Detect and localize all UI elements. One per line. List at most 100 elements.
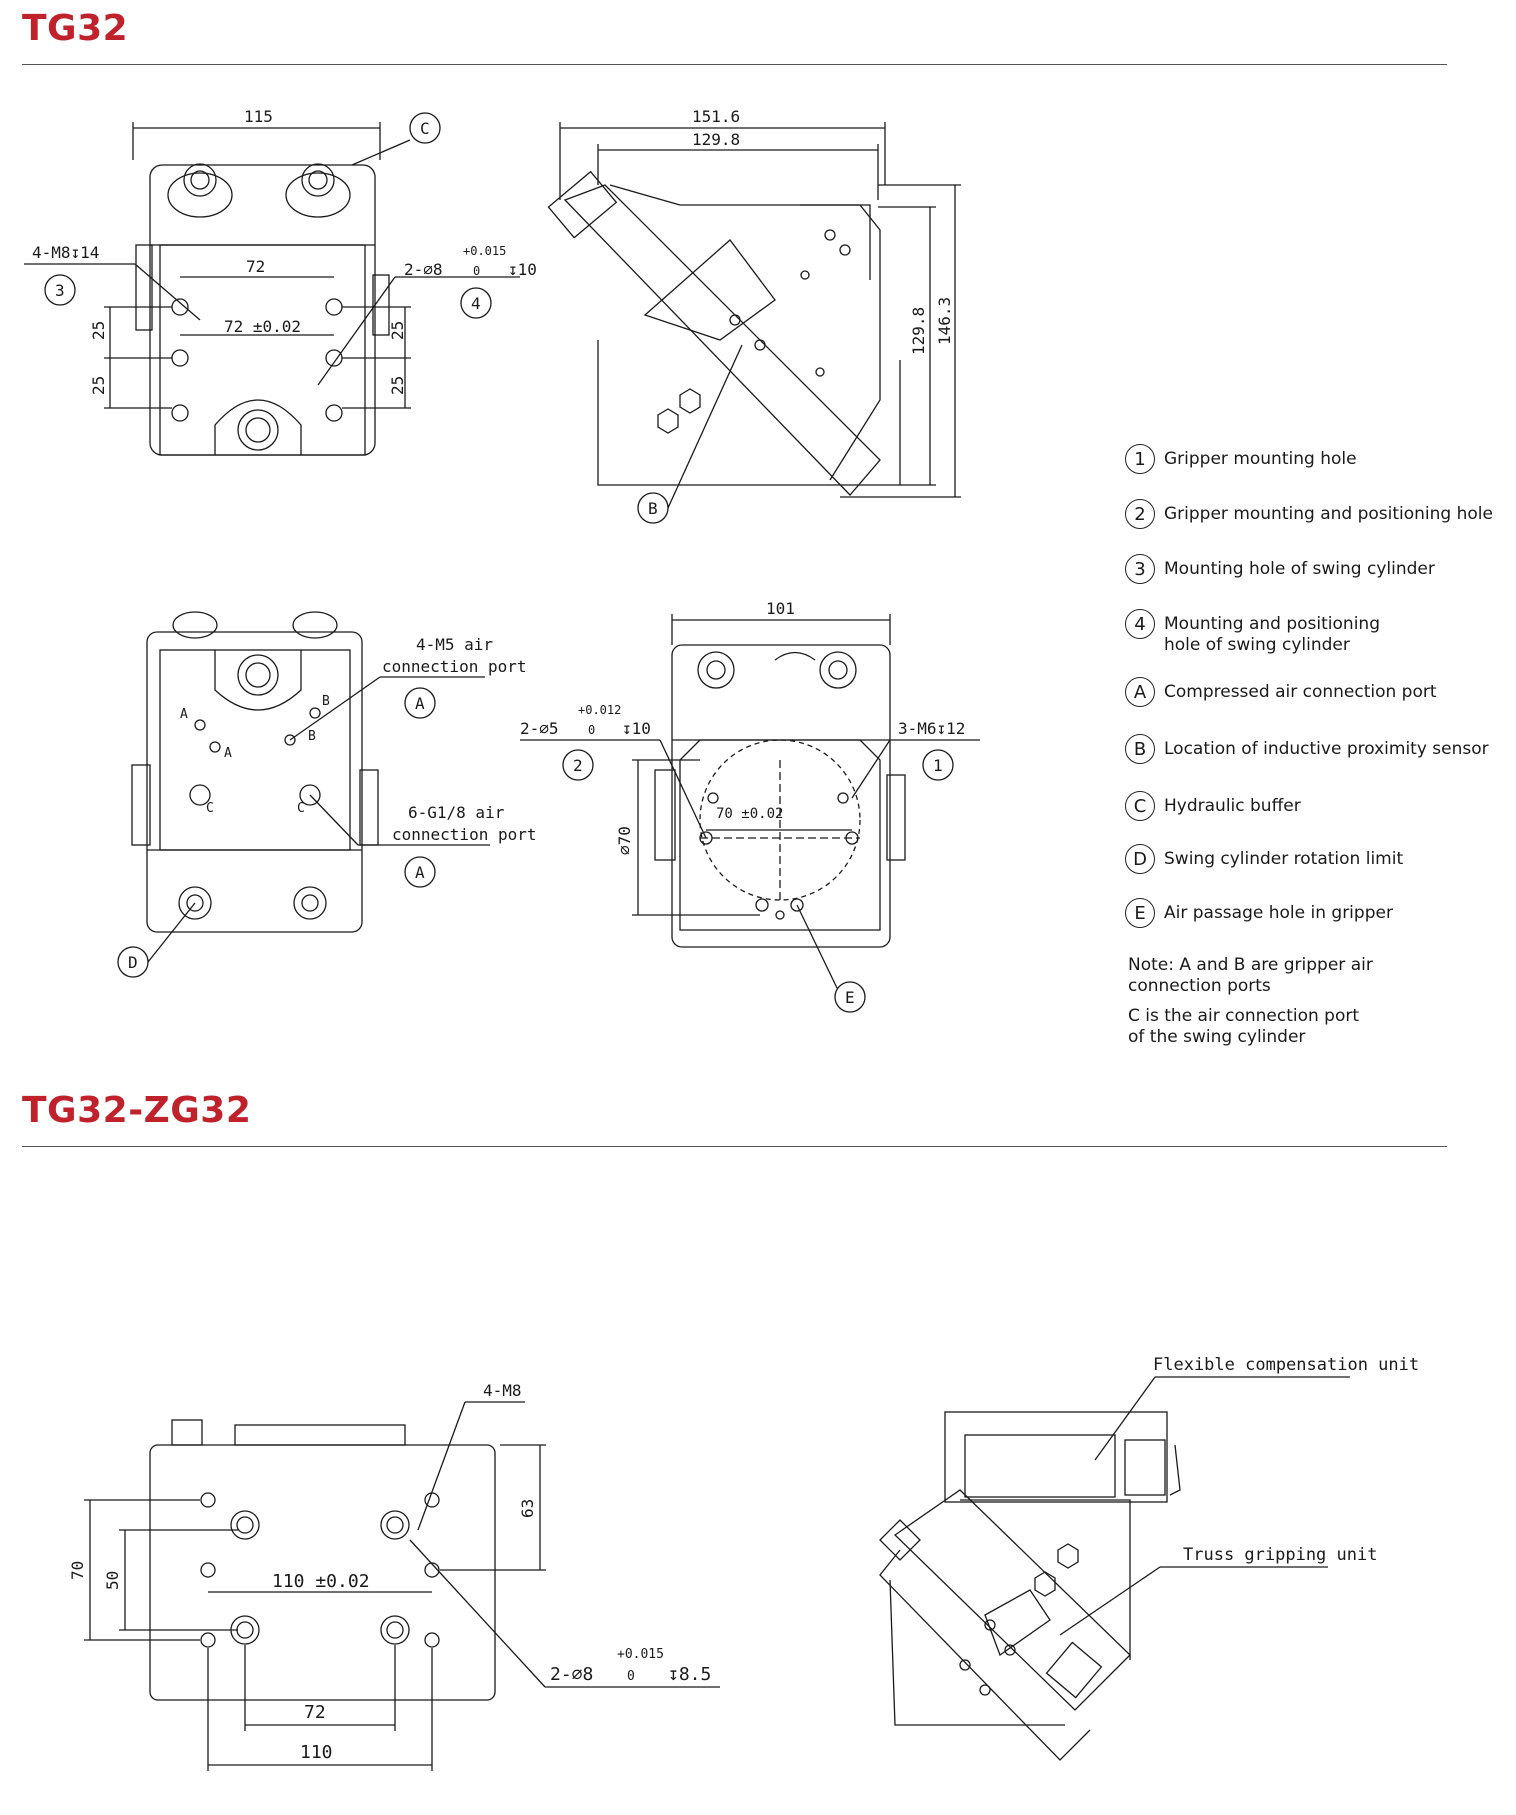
pin-depth: ↧10 bbox=[508, 260, 537, 279]
pin-callout-2: 2-⌀5 bbox=[520, 719, 559, 738]
hex-bolt-icon bbox=[178, 886, 212, 920]
legend-mark: 2 bbox=[1125, 499, 1155, 529]
legend-item: C Hydraulic buffer bbox=[1125, 791, 1505, 821]
dim-129-w: 129.8 bbox=[692, 130, 740, 149]
legend-mark: D bbox=[1125, 844, 1155, 874]
tg32-zg32-top-view bbox=[84, 1401, 720, 1771]
tg32-top-view bbox=[24, 112, 520, 456]
legend-mark: 3 bbox=[1125, 554, 1155, 584]
label-b: B bbox=[648, 499, 658, 518]
legend-item: D Swing cylinder rotation limit bbox=[1125, 844, 1505, 874]
m5-callout-2: connection port bbox=[382, 657, 527, 676]
title-rule-tg32 bbox=[22, 64, 1447, 65]
port-b: B bbox=[308, 729, 316, 744]
g18-callout-2: connection port bbox=[392, 825, 537, 844]
dim-63: 63 bbox=[518, 1499, 537, 1518]
dim-70-zg: 70 bbox=[68, 1561, 87, 1580]
port-b: B bbox=[322, 694, 330, 709]
pin-callout-zg: 2-⌀8 bbox=[550, 1664, 593, 1685]
pin-tol-plus-2: +0.012 bbox=[578, 703, 621, 717]
label-e: E bbox=[845, 988, 855, 1007]
dim-25: 25 bbox=[89, 376, 108, 395]
legend-text: Air passage hole in gripper bbox=[1164, 903, 1393, 923]
legend-text: Hydraulic buffer bbox=[1164, 796, 1301, 816]
hydraulic-buffer-icon bbox=[214, 399, 302, 455]
note-c: C is the air connection port of the swin… bbox=[1128, 1006, 1360, 1047]
hex-bolt-icon bbox=[167, 163, 233, 218]
hydraulic-buffer-icon bbox=[214, 650, 302, 711]
dim-width: 115 bbox=[244, 107, 273, 126]
pin-depth-zg: ↧8.5 bbox=[668, 1664, 711, 1685]
m8-callout-zg: 4-M8 bbox=[483, 1381, 522, 1400]
label-a: A bbox=[415, 863, 425, 882]
legend-mark: E bbox=[1125, 898, 1155, 928]
tg32-side-view bbox=[547, 122, 961, 524]
legend-text: Swing cylinder rotation limit bbox=[1164, 849, 1404, 869]
legend-text: Compressed air connection port bbox=[1164, 682, 1437, 702]
legend-item: B Location of inductive proximity sensor bbox=[1125, 734, 1505, 764]
legend-text: Mounting and positioning hole of swing c… bbox=[1164, 614, 1380, 655]
g18-callout-1: 6-G1/8 air bbox=[408, 803, 505, 822]
dim-72-tol: 72 ±0.02 bbox=[224, 317, 301, 336]
label-1: 1 bbox=[933, 756, 943, 775]
label-4: 4 bbox=[471, 294, 481, 313]
hex-bolt-icon bbox=[819, 651, 857, 689]
flex-compensation-label: Flexible compensation unit bbox=[1153, 1355, 1419, 1375]
legend-mark: C bbox=[1125, 791, 1155, 821]
dim-25: 25 bbox=[388, 376, 407, 395]
legend-item: 4 Mounting and positioning hole of swing… bbox=[1125, 609, 1415, 656]
pin-tol-plus-zg: +0.015 bbox=[617, 1647, 664, 1662]
dim-50: 50 bbox=[103, 1571, 122, 1590]
legend-text: Gripper mounting and positioning hole bbox=[1164, 504, 1493, 524]
legend-text: Mounting hole of swing cylinder bbox=[1164, 559, 1435, 579]
legend-mark: B bbox=[1125, 734, 1155, 764]
section-title-tg32-zg32: TG32-ZG32 bbox=[22, 1090, 252, 1131]
port-c: C bbox=[297, 801, 305, 816]
tg32-zg32-iso-view bbox=[879, 1376, 1350, 1761]
port-a: A bbox=[224, 746, 232, 761]
label-3: 3 bbox=[55, 281, 65, 300]
pin-callout: 2-⌀8 bbox=[404, 260, 443, 279]
label-2: 2 bbox=[573, 756, 583, 775]
dim-70-tol: 70 ±0.02 bbox=[716, 806, 783, 822]
pin-tol-plus: +0.015 bbox=[463, 244, 506, 258]
dim-72: 72 bbox=[246, 257, 265, 276]
dim-129-h: 129.8 bbox=[909, 307, 928, 355]
legend-mark: 1 bbox=[1125, 444, 1155, 474]
tg32-front-view bbox=[117, 611, 490, 978]
label-a: A bbox=[415, 694, 425, 713]
hex-bolt-icon bbox=[172, 611, 218, 639]
title-rule-tg32-zg32 bbox=[22, 1146, 1447, 1147]
legend-item: E Air passage hole in gripper bbox=[1125, 898, 1505, 928]
dim-151: 151.6 bbox=[692, 107, 740, 126]
dia-70: ⌀70 bbox=[615, 826, 634, 855]
hex-bolt-icon bbox=[292, 611, 338, 639]
legend-text: Gripper mounting hole bbox=[1164, 449, 1357, 469]
tg32-bottom-view bbox=[520, 614, 980, 1013]
legend-mark: A bbox=[1125, 677, 1155, 707]
section-title-tg32: TG32 bbox=[22, 8, 129, 49]
truss-gripping-label: Truss gripping unit bbox=[1183, 1545, 1377, 1565]
port-c: C bbox=[206, 801, 214, 816]
m5-callout-1: 4-M5 air bbox=[416, 635, 493, 654]
dim-25: 25 bbox=[388, 321, 407, 340]
pin-tol-zero-2: 0 bbox=[588, 723, 595, 737]
legend-item: A Compressed air connection port bbox=[1125, 677, 1505, 707]
legend-item: 1 Gripper mounting hole bbox=[1125, 444, 1505, 474]
dim-101: 101 bbox=[766, 599, 795, 618]
legend-item: 3 Mounting hole of swing cylinder bbox=[1125, 554, 1505, 584]
pin-depth-2: ↧10 bbox=[622, 719, 651, 738]
port-a: A bbox=[180, 707, 188, 722]
label-c: C bbox=[420, 119, 430, 138]
hex-bolt-icon bbox=[697, 651, 735, 689]
pin-tol-zero: 0 bbox=[473, 264, 480, 278]
hex-bolt-icon bbox=[293, 886, 327, 920]
legend-mark: 4 bbox=[1125, 609, 1155, 639]
dim-25: 25 bbox=[89, 321, 108, 340]
pin-tol-zero-zg: 0 bbox=[627, 1669, 635, 1684]
note-ab: Note: A and B are gripper air connection… bbox=[1128, 955, 1373, 996]
label-d: D bbox=[128, 953, 138, 972]
callout-circle bbox=[44, 274, 76, 306]
hex-bolt-icon bbox=[285, 163, 351, 218]
